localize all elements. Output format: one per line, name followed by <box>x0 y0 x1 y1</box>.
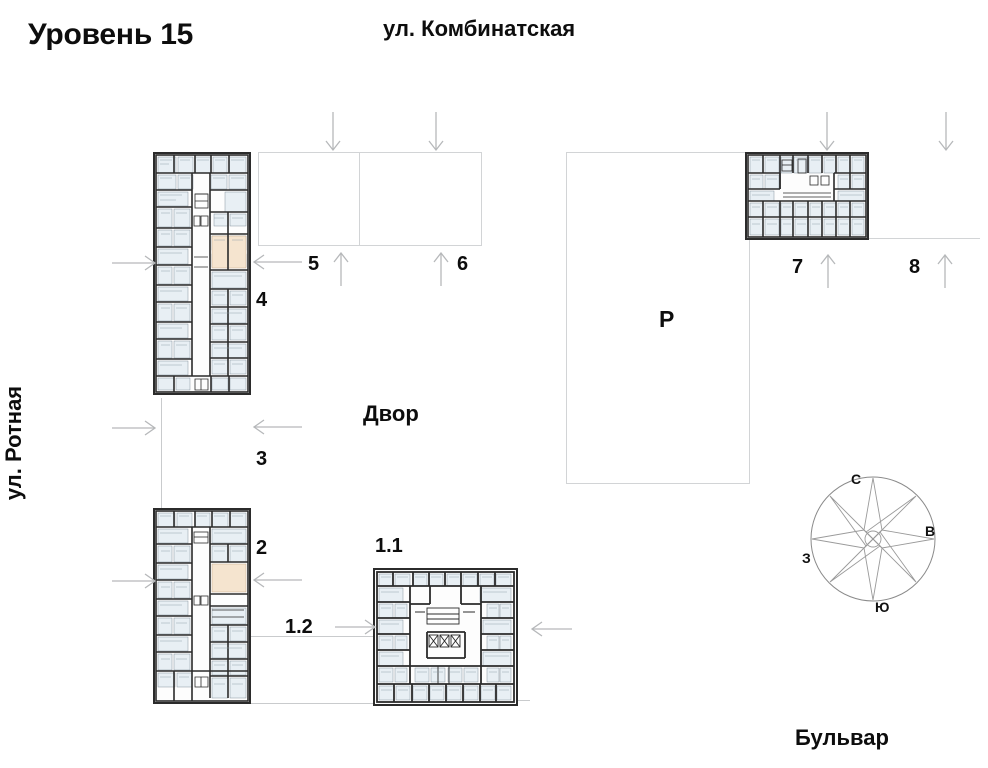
parking-block <box>566 152 750 484</box>
entrance-arrow-right-1-2 <box>335 618 377 641</box>
entrance-arrow-left-3 <box>252 418 302 441</box>
section-number-2: 2 <box>256 537 268 559</box>
entrance-arrow-up-8 <box>936 253 954 293</box>
terrace-divider <box>359 153 360 245</box>
building-plan-bottom-center[interactable] <box>373 568 518 706</box>
section-number-6: 6 <box>457 253 469 275</box>
compass-south-label: Ю <box>875 599 890 615</box>
section-number-4: 4 <box>256 289 268 311</box>
street-label-left: ул. Ротная <box>1 385 27 501</box>
building-plan-lower-left[interactable] <box>153 508 251 704</box>
entrance-arrow-up-6 <box>432 251 450 291</box>
street-label-top: ул. Комбинатская <box>383 16 576 41</box>
connector-line-left-vertical <box>161 398 162 508</box>
entrance-arrow-left-1-1 <box>530 620 572 643</box>
entrance-arrow-down-4 <box>937 112 955 157</box>
street-arrow-right-2 <box>112 419 157 442</box>
connector-line-bottom-horizontal <box>210 636 375 637</box>
building-plan-upper-right[interactable] <box>745 152 869 240</box>
entrance-arrow-up-5 <box>332 251 350 291</box>
entrance-arrow-down-2 <box>427 112 445 157</box>
section-number-7: 7 <box>792 256 804 278</box>
building-plan-upper-left[interactable] <box>153 152 251 395</box>
entrance-arrow-left-4 <box>252 253 302 276</box>
section-number-3: 3 <box>256 448 268 470</box>
compass-north-label: С <box>851 471 862 487</box>
connector-line-right-stub <box>516 700 530 701</box>
section-number-5: 5 <box>308 253 320 275</box>
compass-east-label: В <box>925 523 936 539</box>
parking-label: Р <box>659 306 675 332</box>
terrace-block-top <box>258 152 482 246</box>
courtyard-label: Двор <box>363 401 419 426</box>
entrance-arrow-left-2 <box>252 571 302 594</box>
section-number-8: 8 <box>909 256 921 278</box>
compass-rose <box>804 470 942 608</box>
compass-west-label: З <box>802 550 811 566</box>
street-arrow-right-3 <box>112 572 157 595</box>
street-arrow-right-1 <box>112 254 157 277</box>
section-number-1-2: 1.2 <box>285 616 313 638</box>
entrance-arrow-up-7 <box>819 253 837 293</box>
entrance-arrow-down-3 <box>818 112 836 157</box>
page-title: Уровень 15 <box>28 18 194 51</box>
connector-line-bottom-edge <box>210 703 378 704</box>
street-label-bottom-right: Бульвар <box>795 725 889 750</box>
terrace-block-top-right <box>869 238 980 239</box>
entrance-arrow-down-1 <box>324 112 342 157</box>
section-number-1-1: 1.1 <box>375 535 403 557</box>
